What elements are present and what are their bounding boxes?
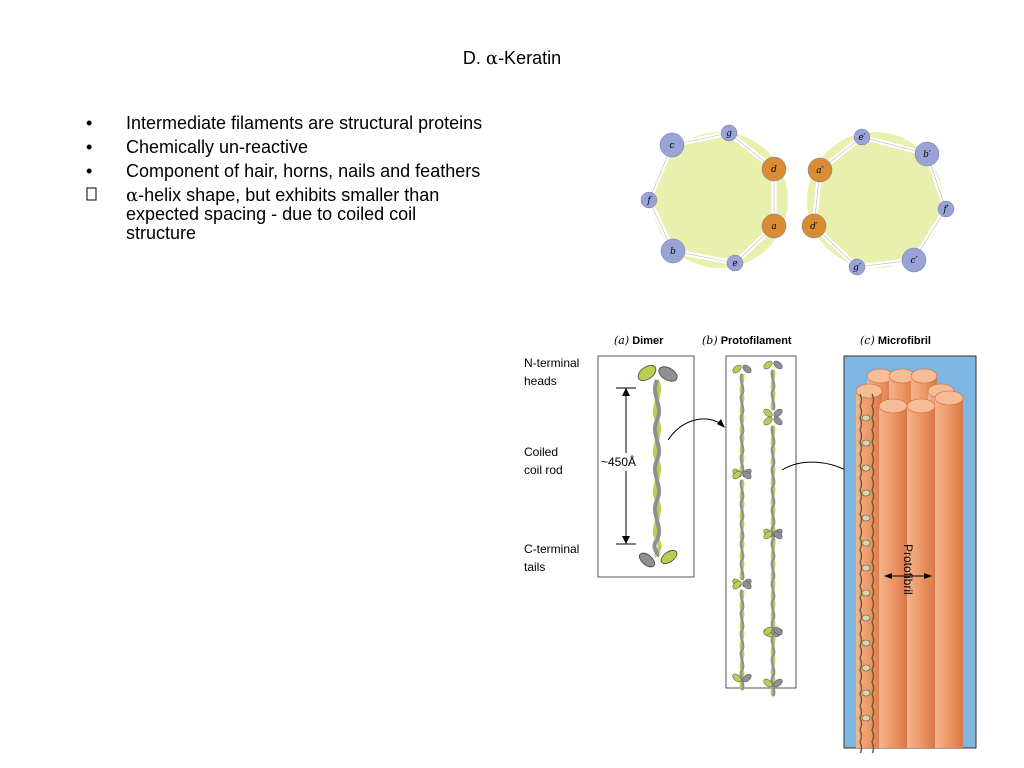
protofilament-strands: [732, 360, 783, 697]
panel-c-label: (c) Microfibril: [860, 334, 931, 347]
residue-d: d: [761, 156, 787, 182]
residue-f-prime: f′: [937, 200, 955, 218]
svg-text:c: c: [669, 141, 674, 151]
right-helical-wheel: e′ b′ f′ c′ g′ d′ a′: [801, 128, 955, 276]
c-terminal-label-2: tails: [524, 560, 545, 574]
svg-text:d′: d′: [810, 222, 818, 232]
residue-c-prime: c′: [901, 247, 927, 273]
panel-a-label: (a) Dimer: [614, 334, 664, 347]
helical-wheel-diagram: g d a e b f c e′ b′ f′ c′ g′ d′ a′: [640, 124, 955, 276]
alpha-symbol: α: [126, 185, 139, 206]
protofibril-label: Protofibril: [901, 544, 915, 595]
dimer-panel: [597, 355, 695, 578]
svg-text:a: a: [771, 222, 776, 232]
residue-b: b: [660, 238, 686, 264]
c-terminal-label: C-terminal: [524, 542, 579, 556]
right-wheel-disk: [807, 132, 943, 268]
svg-text:e′: e′: [858, 133, 865, 143]
bullet-marker: •: [86, 137, 93, 157]
keratin-assembly-figure: (a) Dimer (b) Protofilament (c) Microfib…: [524, 334, 977, 753]
coiled-coil-label: Coiled: [524, 445, 558, 459]
svg-text:b′: b′: [923, 150, 931, 160]
residue-c: c: [659, 132, 685, 158]
residue-a-prime: a′: [807, 157, 833, 183]
svg-text:a′: a′: [816, 166, 823, 176]
slide-title: D. α-Keratin: [462, 48, 562, 69]
dimer-coiled-coil: [637, 365, 678, 568]
missing-glyph-icon: [86, 186, 106, 205]
bullet-text: Component of hair, horns, nails and feat…: [126, 161, 481, 181]
arrow-dimer-to-protofilament: [667, 418, 725, 441]
svg-text:d: d: [771, 165, 777, 175]
length-label: ~450Å: [601, 454, 636, 469]
bullet-list: • Intermediate filaments are structural p…: [86, 114, 486, 248]
residue-g: g: [720, 124, 738, 142]
residue-a: a: [761, 213, 787, 239]
svg-text:g′: g′: [853, 263, 861, 273]
n-terminal-label: N-terminal: [524, 356, 579, 370]
residue-d-prime: d′: [801, 213, 827, 239]
residue-e-prime: e′: [853, 128, 871, 146]
bullet-item: • Component of hair, horns, nails and fea…: [86, 162, 486, 181]
bullet-marker: •: [86, 113, 93, 133]
svg-text:g: g: [726, 129, 732, 139]
svg-text:b: b: [670, 247, 676, 257]
panel-b-label: (b) Protofilament: [702, 334, 792, 347]
bullet-marker: •: [86, 161, 93, 181]
bullet-text: -helix shape, but exhibits smaller than …: [126, 185, 440, 243]
length-dimension: [616, 387, 636, 545]
bullet-item: • Intermediate filaments are structural p…: [86, 114, 486, 133]
microfibril-filament-strands: [859, 393, 875, 753]
bullet-item: • Chemically un-reactive: [86, 138, 486, 157]
svg-text:e: e: [732, 259, 737, 269]
left-wheel-disk: [652, 132, 788, 268]
residue-e: e: [726, 254, 744, 272]
protofibril-width-marker: [884, 573, 932, 579]
residue-b-prime: b′: [914, 141, 940, 167]
bullet-text: Intermediate filaments are structural pr…: [126, 113, 483, 133]
left-helical-wheel: g d a e b f c: [640, 124, 788, 272]
n-terminal-label-2: heads: [524, 374, 557, 388]
residue-g-prime: g′: [848, 258, 866, 276]
svg-text:c′: c′: [910, 256, 917, 266]
bullet-text: Chemically un-reactive: [126, 137, 309, 157]
coiled-coil-label-2: coil rod: [524, 463, 563, 477]
svg-text:f′: f′: [942, 205, 948, 215]
microfibril-cylinders: [855, 368, 964, 748]
svg-text:f: f: [646, 196, 652, 206]
bullet-item: α-helix shape, but exhibits smaller than…: [86, 186, 486, 243]
residue-f: f: [640, 191, 658, 209]
protofilament-panel: [725, 355, 797, 689]
